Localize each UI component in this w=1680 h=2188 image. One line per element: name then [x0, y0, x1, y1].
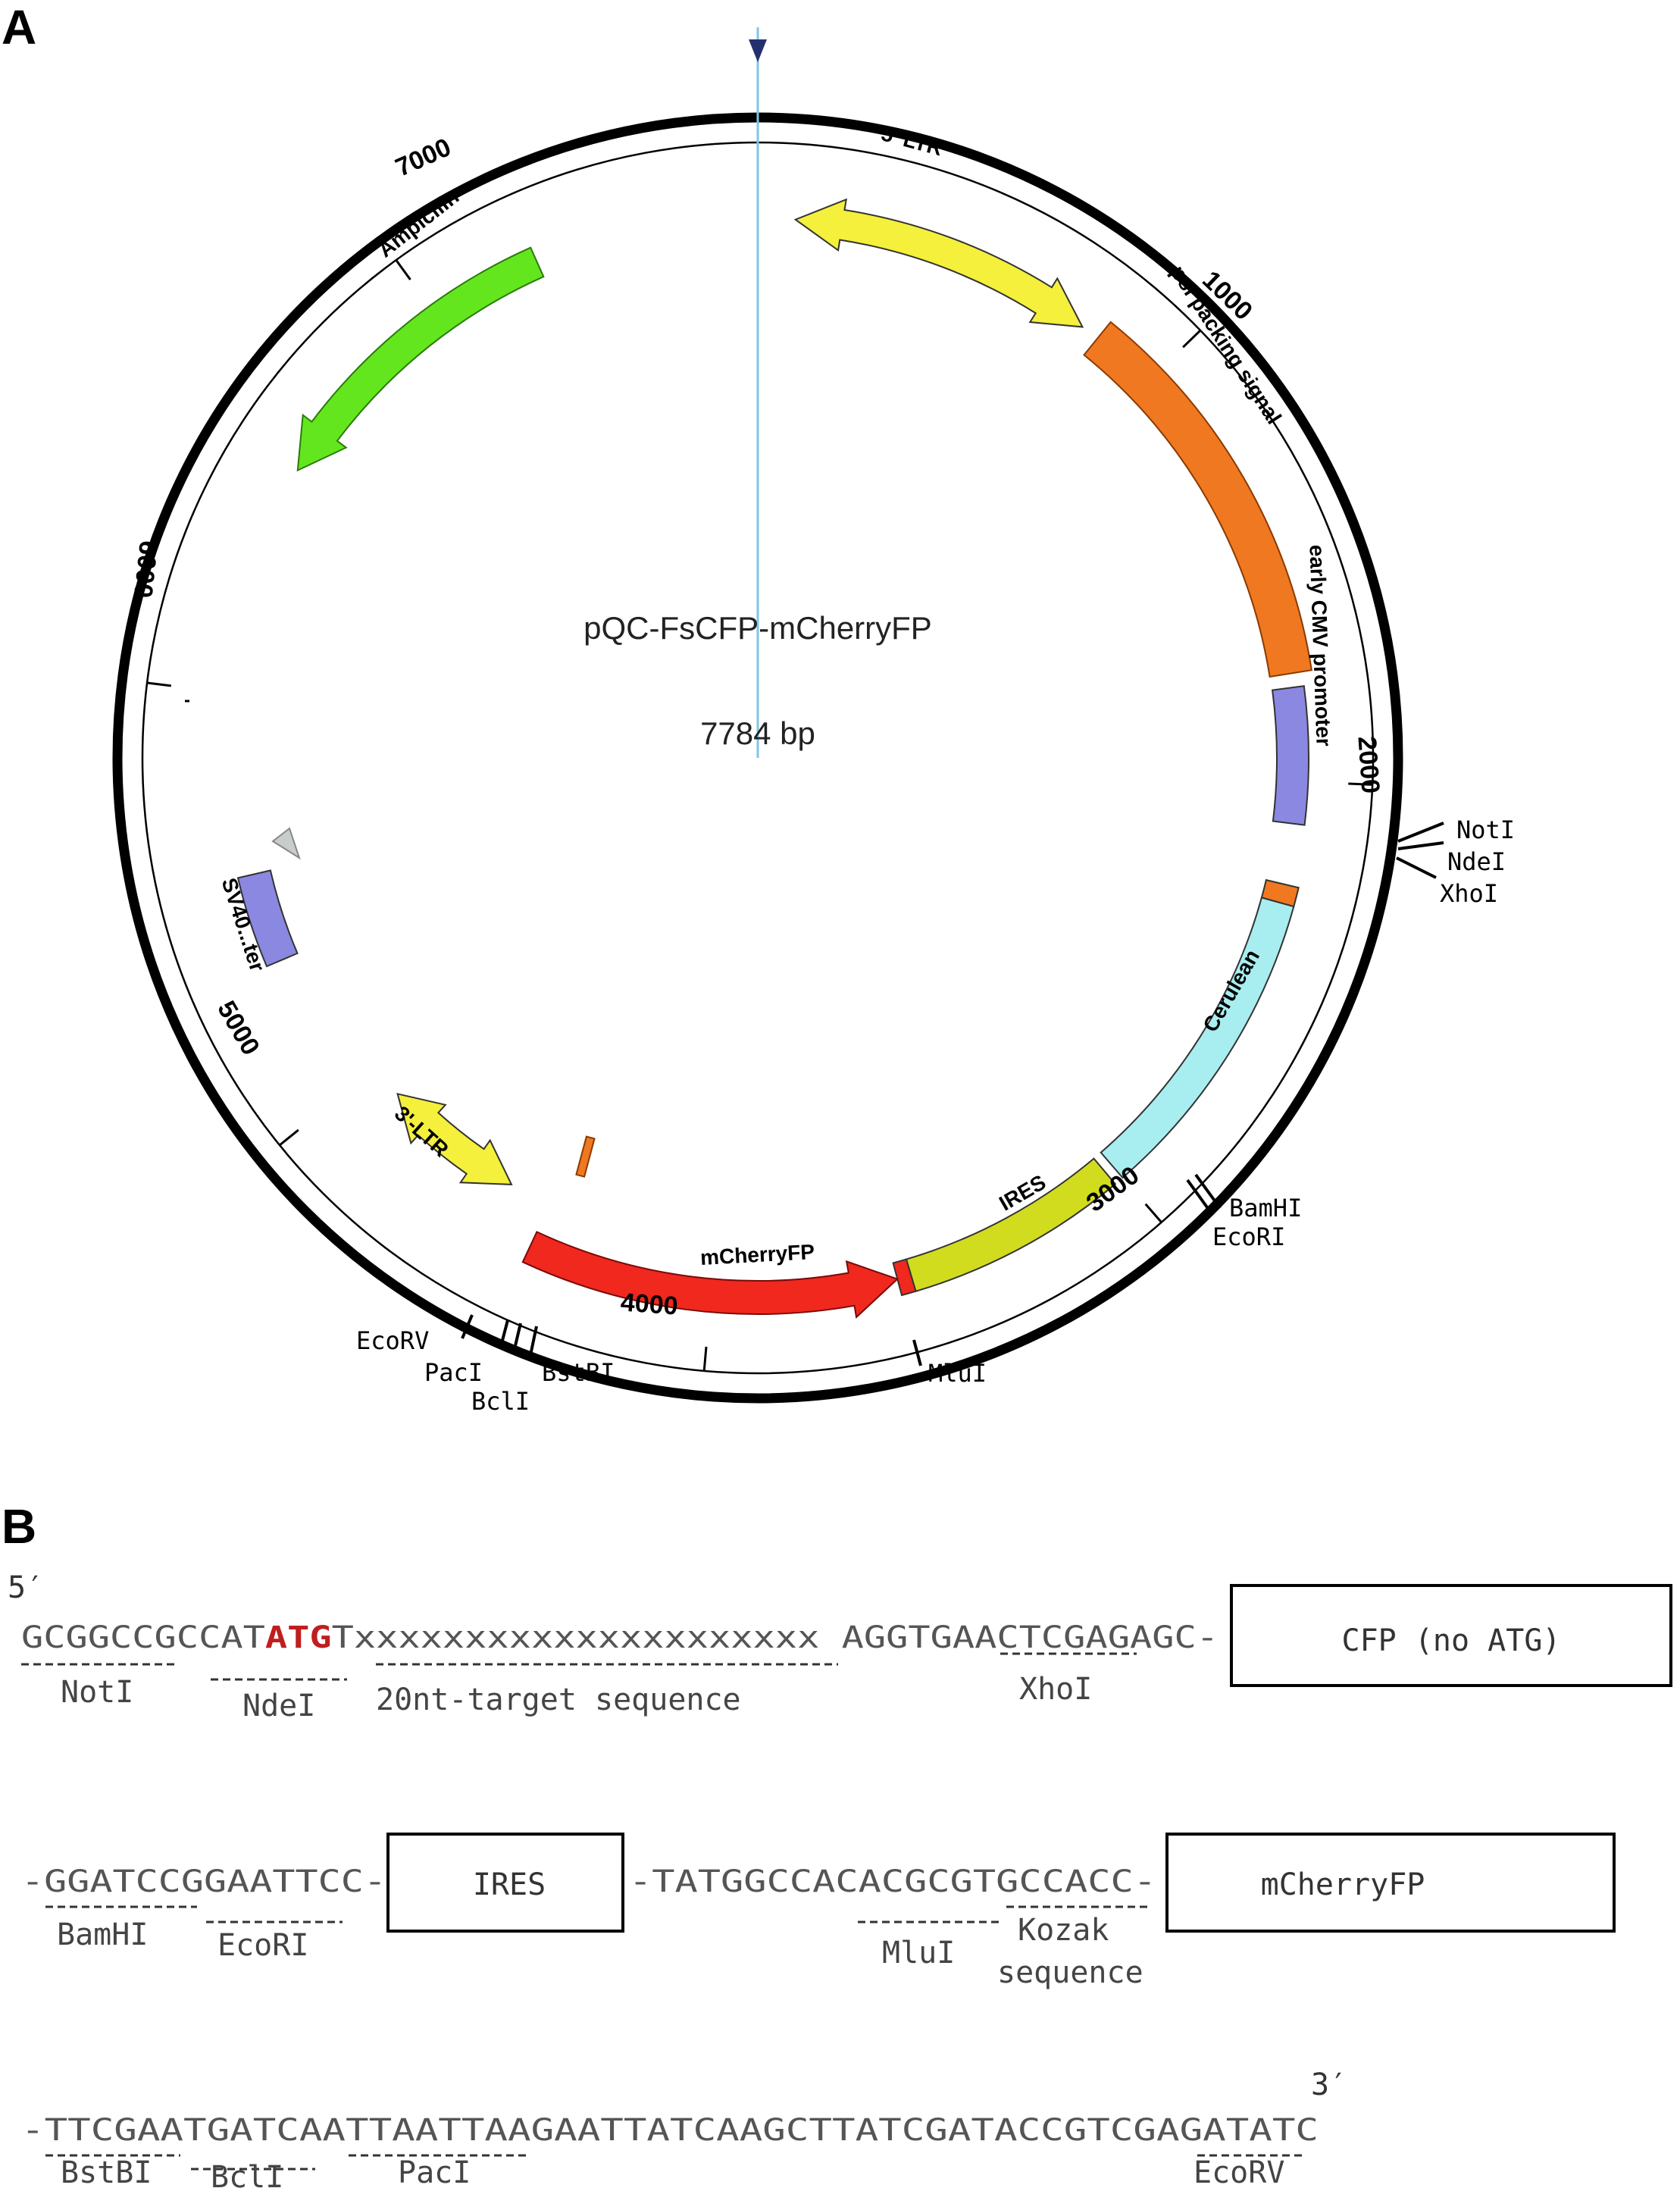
origin-marker-icon: [749, 39, 767, 62]
ires-box-label: IRES: [473, 1867, 546, 1902]
panel-b-label: B: [2, 1499, 36, 1554]
site-label-mlui: MluI: [928, 1359, 987, 1388]
row1-label-xhoi: XhoI: [1019, 1672, 1092, 1707]
site-label-noti: NotI: [1456, 815, 1515, 844]
row1-seq-start: GCGGCCGCCAT: [21, 1620, 265, 1655]
row2-label-kozak: Kozak: [1018, 1913, 1109, 1948]
cfp-box-label: CFP (no ATG): [1342, 1623, 1561, 1658]
site-label-xhoi: XhoI: [1440, 879, 1498, 908]
row3-underlines: [45, 2154, 1305, 2171]
grey-triangle-icon: [271, 827, 301, 860]
row3-label-bcli: BclI: [211, 2160, 283, 2188]
row1-label-target: 20nt-target sequence: [376, 1682, 741, 1717]
row3-label-paci: PacI: [398, 2155, 471, 2188]
row2-underlines: [45, 1905, 1149, 1923]
cerulean-segment: [1100, 897, 1295, 1179]
tick-label-5000: 5000: [211, 996, 265, 1060]
row2-label-mlui: MluI: [882, 1936, 955, 1970]
row1-seq-rest: Txxxxxxxxxxxxxxxxxxxxx AGGTGAACTCGAGAGC-: [332, 1620, 1219, 1655]
mcherry-box-label: mCherryFP: [1261, 1867, 1425, 1902]
row2-label-sequence: sequence: [997, 1955, 1143, 1990]
tick-label-7000: 7000: [391, 133, 455, 182]
tick-label-4000: 4000: [620, 1288, 679, 1320]
ampicilin-arrow: [296, 246, 545, 472]
label-ampicilin: Ampicilin: [374, 185, 463, 262]
tick-marks: [146, 259, 1373, 1372]
cmv-segment: [1271, 684, 1309, 826]
label-cmv: early CMV promoter: [1305, 544, 1335, 747]
five-prime-label: 5′: [8, 1570, 44, 1605]
tick-mark: [146, 681, 171, 687]
ires-box: [386, 1833, 624, 1933]
label-mcherry: mCherryFP: [699, 1240, 815, 1269]
row2-sequence-2: -TATGGCCACACGCGTGCCACC-: [629, 1864, 1156, 1899]
ltr3-arrow: [396, 1092, 513, 1185]
mcherry-box: [1165, 1833, 1616, 1933]
row2-sequence-1: -GGATCCGGAATTCC-: [21, 1864, 386, 1899]
row1-underlines: [21, 1652, 1137, 1681]
site-label-bamhi: BamHI: [1229, 1194, 1302, 1222]
feature-arcs: [236, 198, 1313, 1319]
row3-sequence: -TTCGAATGATCAATTAATTAAGAATTATCAAGCTTATCG…: [21, 2113, 1319, 2148]
three-prime-label: 3′: [1311, 2067, 1347, 2102]
row1-label-ndei: NdeI: [242, 1689, 315, 1723]
sv40-segment: [236, 869, 299, 968]
small-orange-feature: [575, 1135, 596, 1178]
row1-label-noti: NotI: [61, 1675, 133, 1710]
site-label-bcli: BclI: [471, 1387, 530, 1416]
site-label-ecorv: EcoRV: [356, 1326, 429, 1355]
start-codon: ATG: [265, 1620, 332, 1655]
tick-mark: [395, 259, 411, 280]
psi-segment: [1083, 321, 1313, 678]
row3-label-bstbi: BstBI: [61, 2155, 152, 2188]
plasmid-name: pQC-FsCFP-mCherryFP: [583, 610, 932, 646]
mcherry-arrow: [521, 1231, 899, 1319]
tick-mark: [702, 1346, 708, 1372]
tick-mark: [279, 1128, 299, 1147]
row2-label-bamhi: BamHI: [57, 1917, 148, 1952]
tick-label-6000: 6000: [128, 540, 163, 599]
tick-mark: [1182, 329, 1202, 349]
panel-a-label: A: [2, 0, 36, 55]
tick-label-2000: 2000: [1352, 735, 1384, 794]
site-label-ecori: EcoRI: [1212, 1222, 1285, 1251]
plasmid-size: 7784 bp: [700, 715, 815, 751]
restriction-site-lines: [461, 822, 1444, 1366]
ltr5-arrow: [793, 198, 1084, 328]
cfp-box: [1230, 1584, 1672, 1687]
row3-label-ecorv: EcoRV: [1194, 2155, 1284, 2188]
label-5-ltr: 5' LTR: [879, 121, 946, 160]
site-label-ndei: NdeI: [1447, 847, 1506, 876]
ires-segment: [905, 1157, 1117, 1293]
row2-label-ecori: EcoRI: [217, 1928, 308, 1963]
site-label-bstbi: BstBI: [542, 1358, 615, 1387]
ires-mcherry-marker: [892, 1258, 917, 1297]
tick-mark: [1144, 1203, 1162, 1223]
site-label-paci: PacI: [424, 1358, 483, 1387]
